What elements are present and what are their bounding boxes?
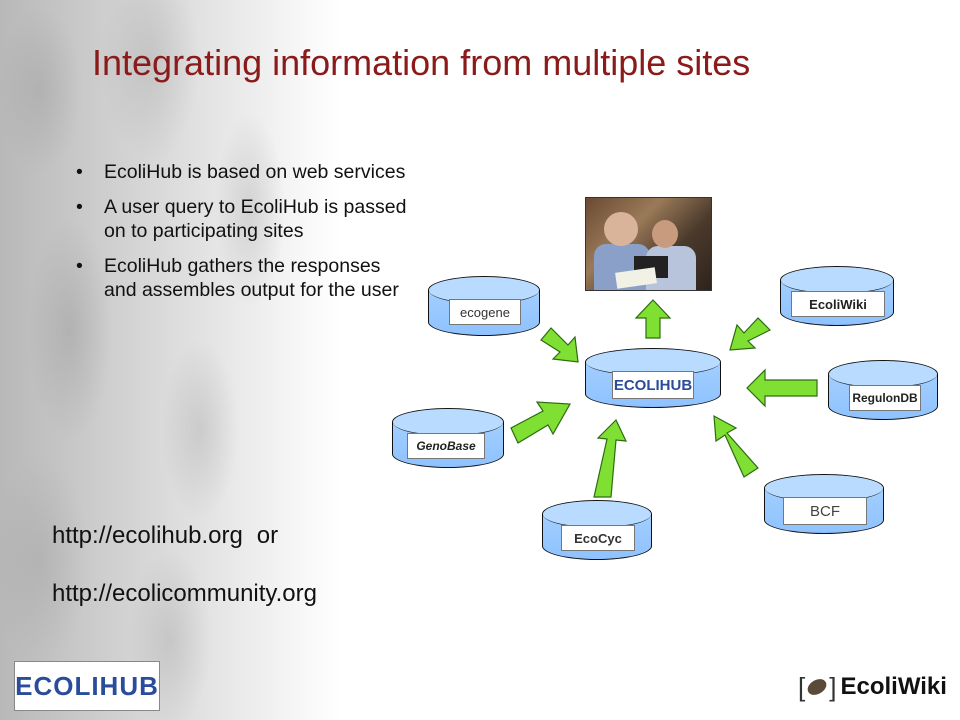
bullet-item: EcoliHub is based on web services xyxy=(76,160,416,184)
arrow-ecoliwiki-to-hub xyxy=(729,317,772,351)
url-line-1: http://ecolihub.org or xyxy=(52,522,278,550)
bullet-item: A user query to EcoliHub is passed on to… xyxy=(76,195,416,243)
ecoliwiki-database-cylinder: EcoliWiki xyxy=(780,266,894,326)
arrow-genobase-to-hub xyxy=(510,401,571,444)
user-photo xyxy=(585,197,712,291)
arrow-bcf-to-hub xyxy=(713,414,759,478)
ecocyc-logo: EcoCyc xyxy=(561,525,635,551)
arrow-regulon-to-hub xyxy=(746,368,818,408)
ecolihub-footer-logo: ECOLIHUB xyxy=(14,661,160,711)
bullet-item: EcoliHub gathers the responses and assem… xyxy=(76,254,416,302)
regulondb-database-cylinder: RegulonDB xyxy=(828,360,938,420)
bullet-list: EcoliHub is based on web services A user… xyxy=(76,160,416,313)
ecogene-logo: ecogene xyxy=(449,299,521,325)
genobase-logo: GenoBase xyxy=(407,433,485,459)
bcf-logo: BCF xyxy=(783,497,867,525)
regulondb-logo: RegulonDB xyxy=(849,385,921,411)
arrow-ecogene-to-hub xyxy=(540,327,579,363)
arrow-ecocyc-to-hub xyxy=(593,418,627,498)
ecoliwiki-logo: EcoliWiki xyxy=(791,291,885,317)
ecogene-database-cylinder: ecogene xyxy=(428,276,540,336)
slide-title: Integrating information from multiple si… xyxy=(92,42,751,83)
bug-icon xyxy=(805,675,830,699)
arrow-up-to-user xyxy=(634,299,672,339)
or-text: or xyxy=(256,522,279,549)
ecoliwiki-footer-logo: [] EcoliWiki xyxy=(798,671,947,702)
ecoliwiki-footer-text: EcoliWiki xyxy=(840,673,947,700)
ecolihub-database-cylinder: ECOLIHUB xyxy=(585,348,721,408)
ecolicommunity-link[interactable]: http://ecolicommunity.org xyxy=(52,580,317,607)
ecolihub-link[interactable]: http://ecolihub.org xyxy=(52,522,243,549)
genobase-database-cylinder: GenoBase xyxy=(392,408,504,468)
ecolihub-footer-text: ECOLIHUB xyxy=(15,670,159,701)
ecolihub-logo: ECOLIHUB xyxy=(612,371,694,399)
background-bacteria-image xyxy=(0,0,340,720)
bcf-database-cylinder: BCF xyxy=(764,474,884,534)
ecocyc-database-cylinder: EcoCyc xyxy=(542,500,652,560)
